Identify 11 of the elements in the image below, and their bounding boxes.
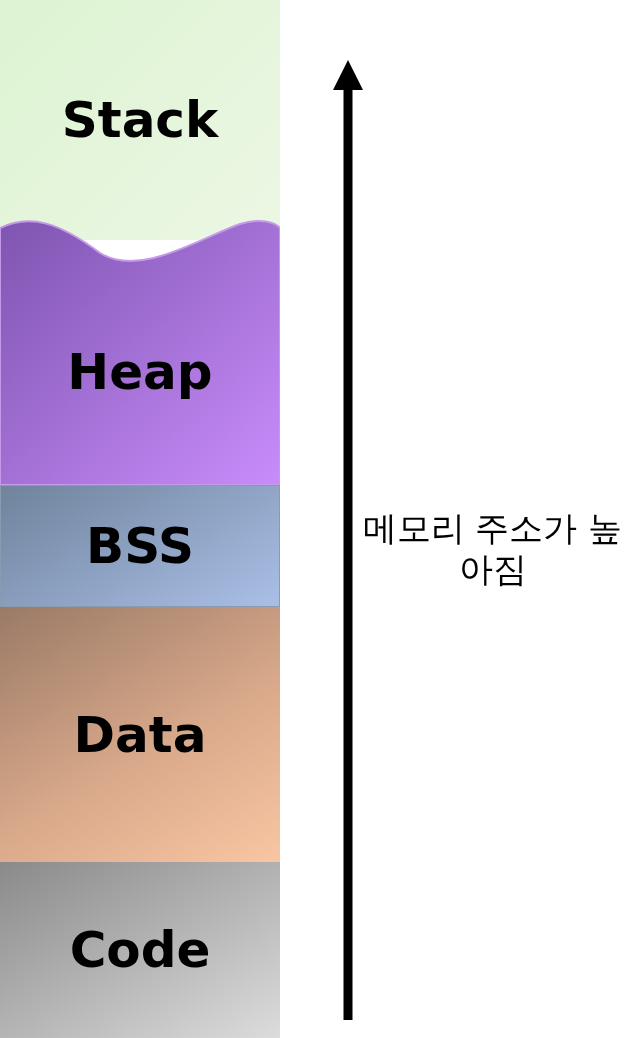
- memory-segment: [0, 485, 280, 607]
- segment-label: Data: [73, 705, 207, 764]
- segment-label: BSS: [86, 517, 194, 575]
- memory-segment: [0, 0, 280, 240]
- axis-caption: 메모리 주소가 높아짐: [361, 508, 624, 590]
- memory-segment: [0, 218, 280, 485]
- segment-label: Heap: [67, 342, 213, 401]
- memory-segment: [0, 862, 280, 1038]
- segment-label: Code: [69, 921, 211, 979]
- segment-label: Stack: [61, 91, 219, 149]
- memory-segment: [0, 607, 280, 862]
